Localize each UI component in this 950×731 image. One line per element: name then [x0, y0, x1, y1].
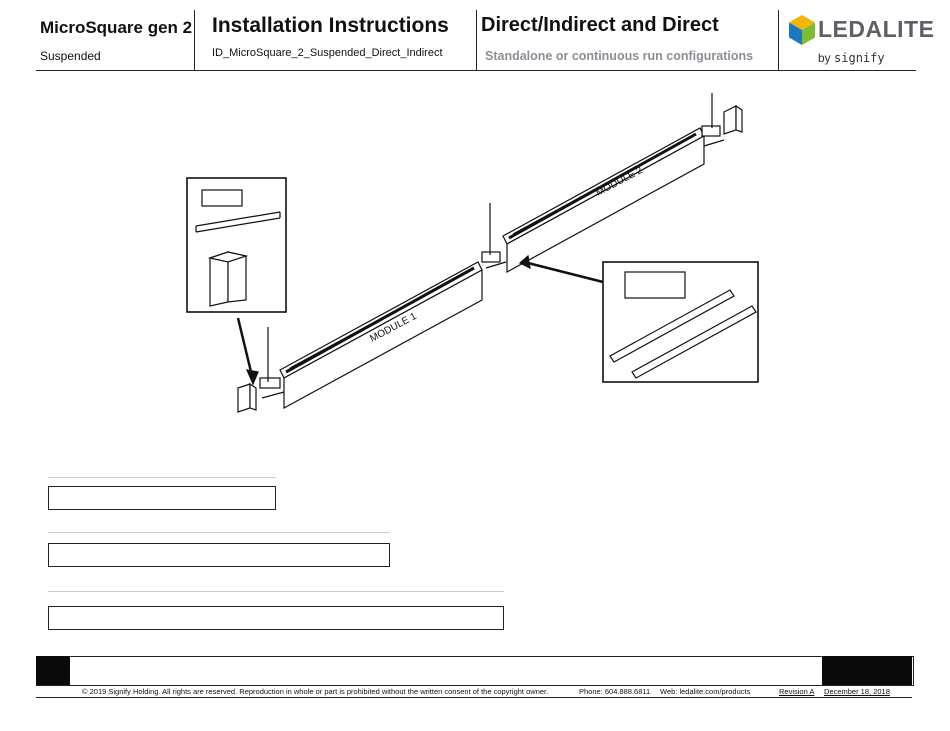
by-prefix: by — [818, 51, 831, 65]
header-divider-1 — [194, 10, 195, 71]
revision-date: December 18, 2018 — [824, 687, 890, 696]
brand-name: LEDALITE — [818, 16, 935, 42]
signify-byline: by signify — [818, 51, 885, 65]
signify-name: signify — [834, 51, 885, 65]
bar-3-top — [48, 591, 504, 592]
doc-id: ID_MicroSquare_2_Suspended_Direct_Indire… — [212, 47, 443, 59]
footer-bottom-rule — [36, 697, 912, 698]
bar-1 — [48, 486, 276, 510]
bar-2 — [48, 543, 390, 567]
product-name: MicroSquare gen 2 — [40, 18, 193, 37]
ledalite-logo-icon — [789, 15, 815, 45]
bar-3 — [48, 606, 504, 630]
header-divider-2 — [476, 10, 477, 71]
footer-page-block-right — [822, 656, 912, 685]
footer-band — [36, 656, 914, 686]
bar-2-top — [48, 532, 390, 533]
bar-1-top — [48, 477, 276, 478]
doc-title: Installation Instructions — [212, 14, 449, 37]
revision: Revision A — [779, 687, 815, 696]
header-divider-3 — [778, 10, 779, 71]
mounting-type: Suspended — [40, 49, 101, 63]
distribution-title: Direct/Indirect and Direct — [481, 14, 719, 36]
footer-page-block-left — [36, 656, 70, 685]
configuration-subtitle: Standalone or continuous run configurati… — [485, 49, 754, 63]
website: Web: ledalite.com/products — [660, 687, 751, 696]
copyright-notice: © 2019 Signify Holding. All rights are r… — [82, 687, 549, 696]
phone-number: Phone: 604.888.6811 — [579, 687, 651, 696]
